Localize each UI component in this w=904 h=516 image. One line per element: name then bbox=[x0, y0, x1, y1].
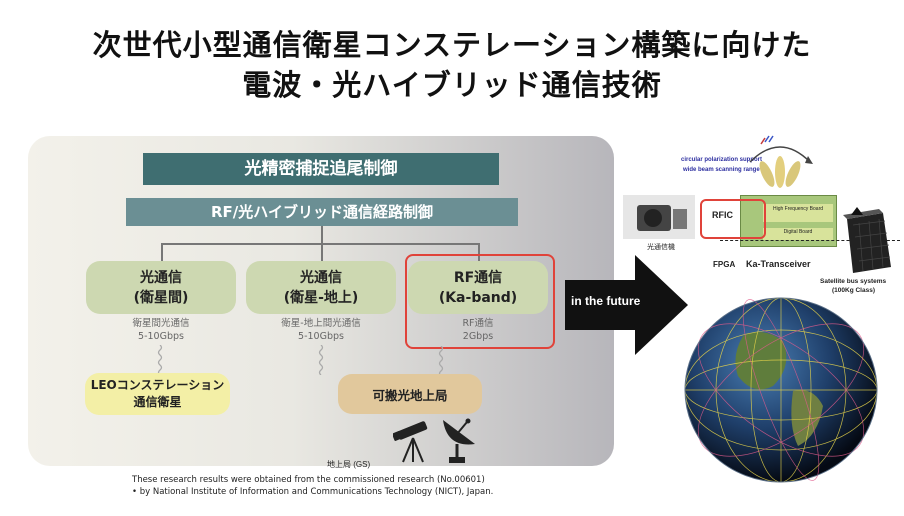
telescope-icon bbox=[393, 421, 428, 463]
portable-ground-station-box: 可搬光地上局 bbox=[338, 374, 482, 414]
satellite-bus-icon bbox=[843, 207, 891, 273]
fpga-label: FPGA bbox=[713, 260, 736, 269]
footnote-line-2: • by National Institute of Information a… bbox=[132, 487, 494, 497]
rf-sub1: RF通信 bbox=[462, 318, 494, 329]
connector-horizontal bbox=[161, 243, 479, 245]
optical-terminal-photo bbox=[623, 195, 695, 239]
title-line-2: 電波・光ハイブリッド通信技術 bbox=[242, 68, 662, 102]
node-rf-ka-band: RF通信 (Ka-band) bbox=[408, 261, 548, 314]
leo-line1: LEOコンステレーション bbox=[90, 378, 225, 392]
node-optical-intersatellite: 光通信 (衛星間) bbox=[86, 261, 236, 314]
future-arrow-icon bbox=[565, 255, 688, 355]
hybrid-routing-bar: RF/光ハイブリッド通信経路制御 bbox=[126, 198, 518, 226]
isl-sub1: 衛星間光通信 bbox=[132, 318, 190, 329]
wave-connector-middle bbox=[318, 345, 324, 375]
connector-right bbox=[478, 243, 480, 261]
leo-constellation-box: LEOコンステレーション 通信衛星 bbox=[85, 373, 230, 415]
future-arrow-label: in the future bbox=[571, 294, 641, 308]
ground-sub1: 衛星-地上間光通信 bbox=[281, 318, 361, 329]
digital-board bbox=[763, 228, 833, 240]
rfic-highlight bbox=[700, 199, 766, 239]
node-rf-line1: RF通信 bbox=[453, 269, 503, 286]
title-line-1: 次世代小型通信衛星コンステレーション構築に向けた bbox=[92, 28, 812, 62]
dashed-divider bbox=[720, 240, 900, 241]
bus-label-1: Satellite bus systems bbox=[820, 278, 887, 285]
node-optical-ground: 光通信 (衛星-地上) bbox=[246, 261, 396, 314]
rf-sub2: 2Gbps bbox=[462, 331, 494, 342]
optical-tracking-bar: 光精密捕捉追尾制御 bbox=[143, 153, 499, 185]
hf-board-label: High Frequency Board bbox=[772, 206, 824, 212]
bus-label-2: (100Kg Class) bbox=[832, 287, 875, 294]
transceiver-label: Ka-Transceiver bbox=[746, 259, 811, 269]
optical-terminal-icon bbox=[623, 195, 695, 239]
ground-sub2: 5-10Gbps bbox=[298, 331, 344, 342]
beam-pattern-icon bbox=[749, 135, 813, 188]
node-optical-isl-line2: (衛星間) bbox=[133, 289, 189, 306]
leo-line2: 通信衛星 bbox=[133, 395, 182, 409]
ground-station-label: 地上局 (GS) bbox=[327, 460, 371, 469]
node-optical-isl-line1: 光通信 bbox=[140, 269, 182, 286]
digital-board-label: Digital Board bbox=[783, 229, 813, 235]
rf-highlight-frame bbox=[405, 254, 555, 349]
connector-trunk bbox=[321, 226, 323, 244]
footnote-line-1: These research results were obtained fro… bbox=[132, 475, 485, 485]
ground-rate-label: 衛星-地上間光通信 5-10Gbps bbox=[251, 317, 391, 343]
wave-connector-left bbox=[157, 345, 163, 375]
hf-board bbox=[763, 204, 833, 222]
beam-scanning-label: wide beam scanning range bbox=[683, 167, 760, 173]
node-optical-ground-line2: (衛星-地上) bbox=[283, 289, 359, 306]
optical-terminal-label: 光通信機 bbox=[647, 244, 675, 251]
transceiver-board: High Frequency Board Digital Board bbox=[740, 195, 837, 247]
connector-left bbox=[161, 243, 163, 261]
rfic-label: RFIC bbox=[712, 210, 733, 220]
earth-constellation-globe bbox=[684, 297, 878, 483]
circular-polarization-label: circular polarization support bbox=[681, 157, 763, 163]
node-optical-ground-line1: 光通信 bbox=[300, 269, 342, 286]
node-rf-line2: (Ka-band) bbox=[438, 289, 518, 306]
isl-rate-label: 衛星間光通信 5-10Gbps bbox=[91, 317, 231, 343]
satellite-dish-icon bbox=[443, 418, 475, 463]
connector-middle bbox=[321, 243, 323, 261]
isl-sub2: 5-10Gbps bbox=[138, 331, 184, 342]
rf-rate-label: RF通信 2Gbps bbox=[408, 317, 548, 343]
wave-connector-right bbox=[438, 346, 444, 376]
